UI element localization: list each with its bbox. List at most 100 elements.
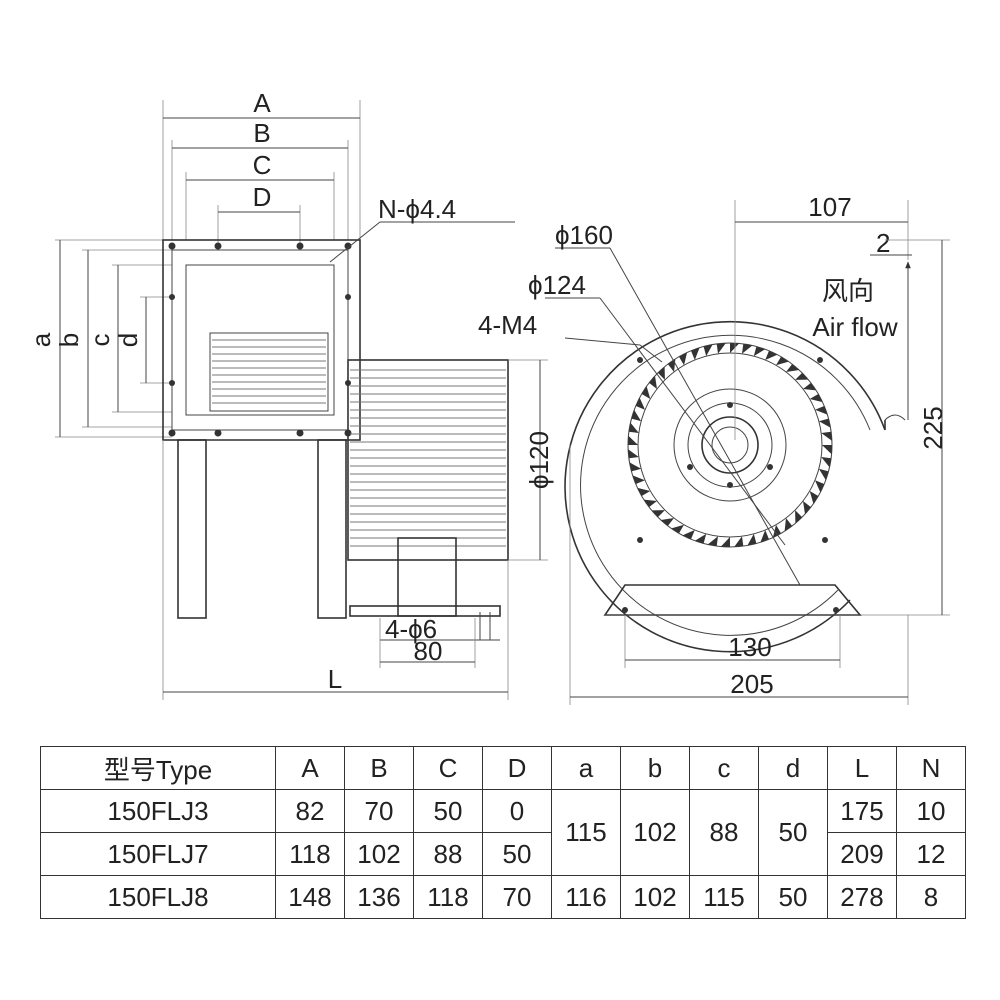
- header-N: N: [896, 746, 966, 790]
- impeller-fins-side: [209, 332, 329, 412]
- impeller-blade: [772, 524, 781, 538]
- impeller-blade: [795, 372, 809, 380]
- impeller-blade: [657, 366, 665, 380]
- cell-N: 8: [896, 875, 966, 919]
- cell-B: 102: [344, 832, 414, 876]
- airflow-cn-label: 风向: [822, 276, 874, 306]
- impeller-blade: [682, 530, 695, 540]
- cell-L: 278: [827, 875, 897, 919]
- cell-type: 150FLJ3: [40, 789, 276, 833]
- impeller-blade: [734, 536, 744, 547]
- height-225-label: 225: [918, 406, 948, 449]
- impeller-blade: [635, 397, 645, 410]
- cell-A: 148: [275, 875, 345, 919]
- impeller-blade: [649, 375, 657, 389]
- dim-label-b: b: [54, 333, 84, 347]
- base-plate: [603, 584, 862, 616]
- header-C: C: [413, 746, 483, 790]
- header-c: c: [689, 746, 759, 790]
- impeller-blade: [815, 480, 825, 493]
- cell-L: 175: [827, 789, 897, 833]
- cell-c-shared: 88: [689, 789, 759, 876]
- cell-a-shared: 115: [551, 789, 621, 876]
- cell-D: 70: [482, 875, 552, 919]
- impeller-blade: [694, 533, 707, 544]
- impeller-blade: [765, 350, 778, 360]
- impeller-blade: [691, 347, 700, 360]
- impeller-blade: [809, 394, 823, 403]
- impeller-blade: [643, 499, 657, 508]
- holes-top-label: N-ϕ4.4: [378, 194, 456, 224]
- impeller-blade: [641, 386, 651, 399]
- dim-label-a: a: [26, 332, 56, 347]
- impeller-blade: [628, 449, 639, 459]
- header-D: D: [482, 746, 552, 790]
- impeller-blade: [803, 382, 817, 391]
- spec-table: 型号Type A B C D a b c d L N 150FLJ3 82 70…: [40, 746, 966, 919]
- dim-label-c: c: [85, 334, 115, 347]
- cell-b-shared: 102: [620, 789, 690, 876]
- table-row: 150FLJ8 148 136 118 70 116 102 115 50 27…: [40, 875, 966, 919]
- side-view: A B C D a b c d: [26, 88, 554, 700]
- impeller-blade: [776, 356, 789, 366]
- technical-drawing: A B C D a b c d: [26, 88, 950, 705]
- impeller-blade: [753, 346, 766, 357]
- cell-B: 70: [344, 789, 414, 833]
- impeller-blade: [660, 518, 674, 526]
- cell-a: 116: [551, 875, 621, 919]
- table-header-row: 型号Type A B C D a b c d L N: [40, 746, 966, 790]
- header-B: B: [344, 746, 414, 790]
- impeller-blade: [628, 435, 638, 445]
- thread-label: 4-M4: [478, 310, 537, 340]
- cell-d-shared: 50: [758, 789, 828, 876]
- motor-dia-label: ϕ120: [524, 431, 554, 489]
- impeller-blade: [803, 501, 811, 515]
- flange-holes: [168, 242, 352, 437]
- impeller-blade: [809, 491, 819, 504]
- impeller-blade: [784, 518, 793, 532]
- cell-A: 118: [275, 832, 345, 876]
- impeller-blade: [651, 510, 665, 518]
- impeller-blade: [760, 530, 769, 543]
- cell-N: 10: [896, 789, 966, 833]
- dim-label-L: L: [328, 664, 342, 694]
- airflow-en-label: Air flow: [812, 312, 897, 342]
- impeller-blade: [628, 422, 639, 433]
- header-d: d: [758, 746, 828, 790]
- impeller-blade: [631, 409, 642, 422]
- cell-B: 136: [344, 875, 414, 919]
- impeller-blades: [628, 343, 832, 547]
- impeller-blade: [632, 475, 645, 484]
- impeller-blade: [720, 537, 730, 547]
- dim-label-D: D: [253, 182, 272, 212]
- front-view: ϕ160 ϕ124 4-M4 107 2 风向 Air flow 225 130: [478, 192, 950, 705]
- cell-d: 50: [758, 875, 828, 919]
- foot-width-label: 80: [414, 636, 443, 666]
- dia-outer-label: ϕ160: [555, 220, 613, 250]
- cell-C: 50: [413, 789, 483, 833]
- cell-b: 102: [620, 875, 690, 919]
- dia-inner-label: ϕ124: [528, 270, 586, 300]
- dim-107-label: 107: [808, 192, 851, 222]
- cell-c: 115: [689, 875, 759, 919]
- cell-C: 118: [413, 875, 483, 919]
- impeller-blade: [795, 510, 803, 524]
- cell-N: 12: [896, 832, 966, 876]
- header-L: L: [827, 746, 897, 790]
- header-b: b: [620, 746, 690, 790]
- table-row: 150FLJ3 82 70 50 0 115 102 88 50 175 10: [40, 789, 966, 876]
- impeller-blade: [786, 364, 800, 372]
- cell-type: 150FLJ8: [40, 875, 276, 919]
- impeller-blade: [822, 445, 832, 455]
- dim-label-d: d: [113, 333, 143, 347]
- table-row: 150FLJ7 118 102 88 50 209 12: [40, 832, 966, 876]
- cell-D: 0: [482, 789, 552, 833]
- impeller-blade: [815, 406, 828, 415]
- cell-type: 150FLJ7: [40, 832, 276, 876]
- scroll-housing: [564, 320, 886, 653]
- impeller-blade: [667, 358, 676, 372]
- dim-label-A: A: [253, 88, 271, 118]
- base-holes-label: 130: [728, 632, 771, 662]
- impeller-blade: [671, 524, 684, 534]
- impeller-blade: [747, 533, 757, 546]
